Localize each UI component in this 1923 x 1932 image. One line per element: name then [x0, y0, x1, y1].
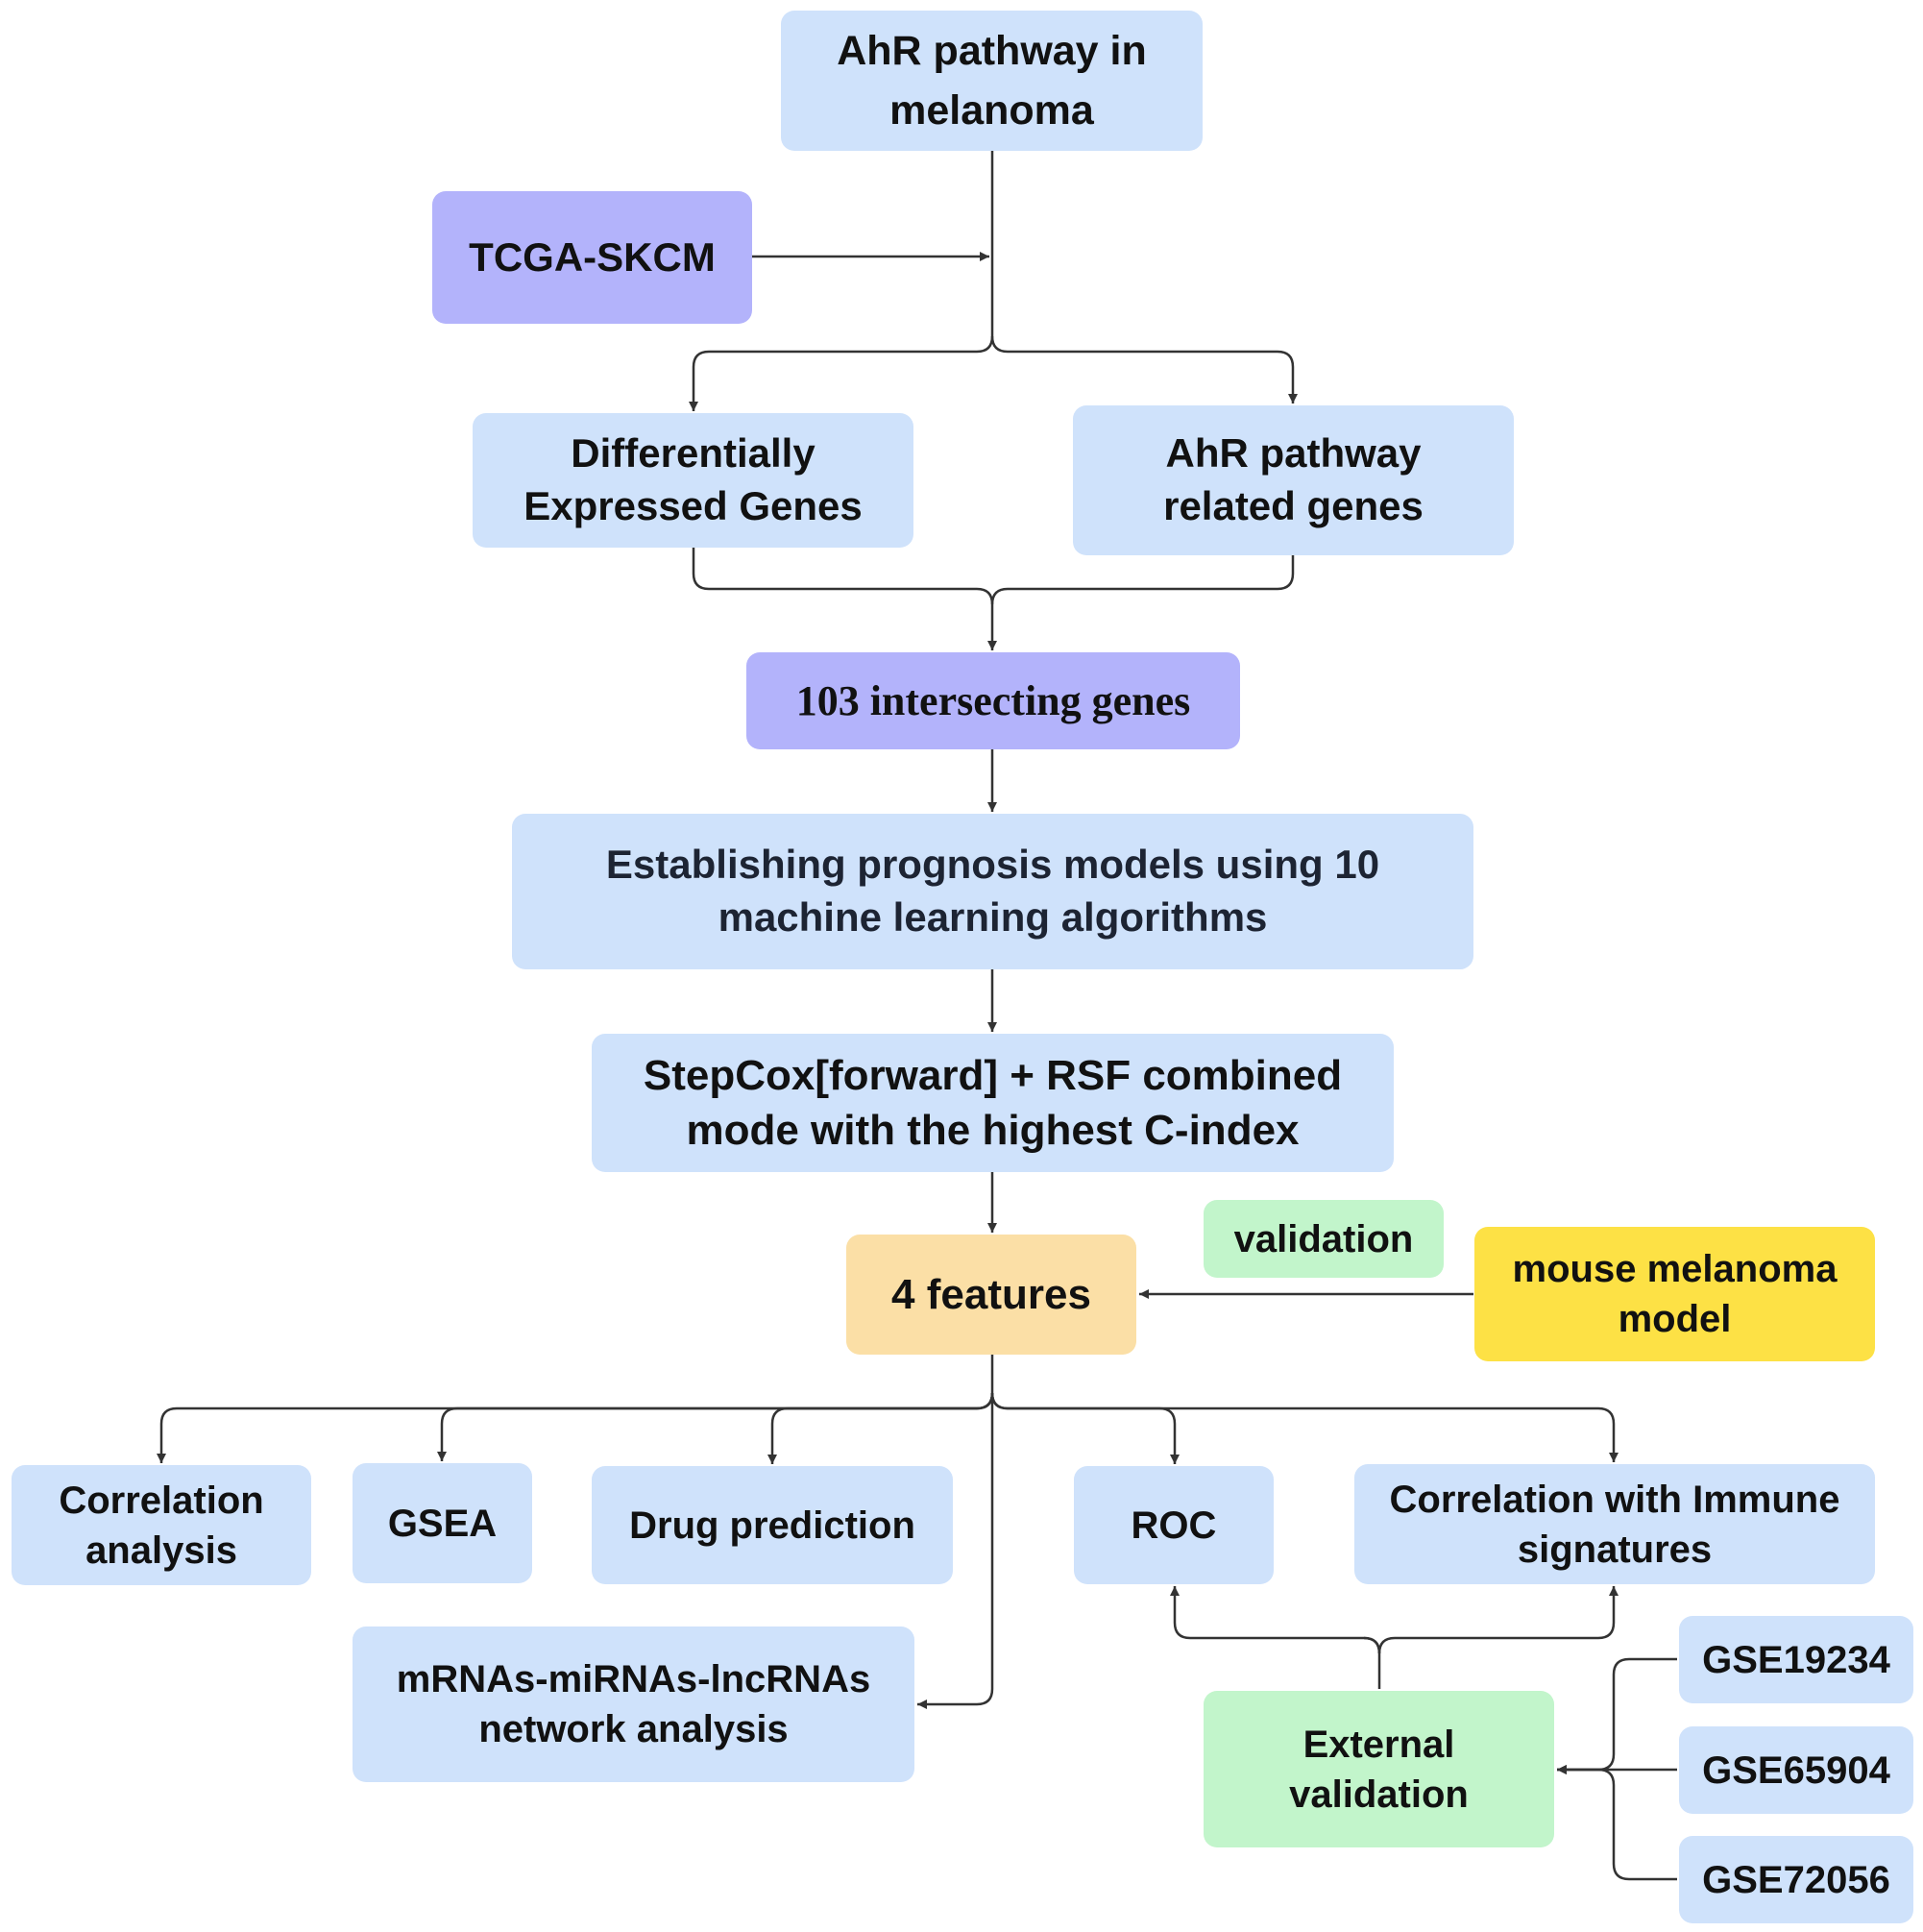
- node-gse72056-label: GSE72056: [1702, 1858, 1890, 1901]
- edge-gse1-to-external: [1557, 1657, 1677, 1774]
- edge-to-drug: [767, 1392, 994, 1464]
- node-gse19234: GSE19234: [1679, 1616, 1913, 1703]
- edge-to-immune: [990, 1392, 1619, 1462]
- node-intersecting-genes: 103 intersecting genes: [746, 652, 1240, 749]
- node-gse65904-label: GSE65904: [1702, 1749, 1890, 1792]
- node-ml-models: Establishing prognosis models using 10 m…: [512, 814, 1473, 969]
- node-gse65904: GSE65904: [1679, 1726, 1913, 1814]
- node-gsea: GSEA: [353, 1463, 532, 1583]
- node-gse72056: GSE72056: [1679, 1836, 1913, 1923]
- node-gse19234-label: GSE19234: [1702, 1638, 1890, 1681]
- node-tcga-skcm: TCGA-SKCM: [432, 191, 752, 324]
- node-ahr-pathway: AhR pathway in melanoma: [781, 11, 1203, 151]
- edge-to-deg: [689, 335, 994, 411]
- node-ahr-genes-label: AhR pathway related genes: [1163, 430, 1424, 528]
- edge-to-gsea: [437, 1392, 994, 1461]
- edge-deg-merge: [692, 548, 994, 605]
- node-immune-label: Correlation with Immune signatures: [1389, 1478, 1840, 1571]
- edge-external-to-immune: [1377, 1586, 1619, 1654]
- node-drug-label: Drug prediction: [629, 1504, 915, 1547]
- edge-to-roc: [990, 1392, 1180, 1464]
- edge-gse3-to-external: [1557, 1765, 1677, 1881]
- edge-to-ahr-genes: [990, 335, 1298, 404]
- node-intersect-label: 103 intersecting genes: [795, 676, 1191, 724]
- node-features-label: 4 features: [891, 1270, 1091, 1318]
- node-roc-label: ROC: [1131, 1504, 1217, 1547]
- node-correlation-analysis: Correlation analysis: [12, 1465, 311, 1585]
- node-gsea-label: GSEA: [387, 1502, 498, 1545]
- node-tcga-skcm-label: TCGA-SKCM: [469, 233, 716, 280]
- edge-to-correlation: [157, 1392, 994, 1463]
- node-network-label: mRNAs-miRNAs-lncRNAs network analysis: [396, 1658, 871, 1750]
- node-immune-signatures: Correlation with Immune signatures: [1354, 1464, 1875, 1584]
- node-stepcox-rsf: StepCox[forward] + RSF combined mode wit…: [592, 1034, 1394, 1172]
- node-ahr-related-genes: AhR pathway related genes: [1073, 405, 1514, 555]
- node-validation-label: validation: [1204, 1200, 1444, 1278]
- node-mouse-melanoma-model: mouse melanoma model: [1474, 1227, 1875, 1361]
- edge-ahr-genes-merge: [990, 555, 1295, 605]
- node-ahr-pathway-label: AhR pathway in melanoma: [837, 27, 1147, 134]
- edge-external-to-roc: [1170, 1586, 1381, 1654]
- node-network-analysis: mRNAs-miRNAs-lncRNAs network analysis: [353, 1626, 914, 1782]
- node-external-validation: External validation: [1204, 1691, 1554, 1847]
- node-differentially-expressed-genes: Differentially Expressed Genes: [473, 413, 913, 548]
- node-roc: ROC: [1074, 1466, 1274, 1584]
- node-deg-label: Differentially Expressed Genes: [523, 430, 863, 528]
- edge-to-network: [917, 1393, 994, 1709]
- node-external-label: External validation: [1289, 1723, 1469, 1816]
- node-stepcox-label: StepCox[forward] + RSF combined mode wit…: [643, 1051, 1343, 1154]
- node-drug-prediction: Drug prediction: [592, 1466, 953, 1584]
- node-4-features: 4 features: [846, 1235, 1136, 1355]
- node-ml-models-label: Establishing prognosis models using 10 m…: [605, 842, 1380, 940]
- node-correlation-label: Correlation analysis: [59, 1479, 264, 1572]
- validation-label-text: validation: [1233, 1217, 1414, 1260]
- node-mouse-model-label: mouse melanoma model: [1512, 1248, 1838, 1340]
